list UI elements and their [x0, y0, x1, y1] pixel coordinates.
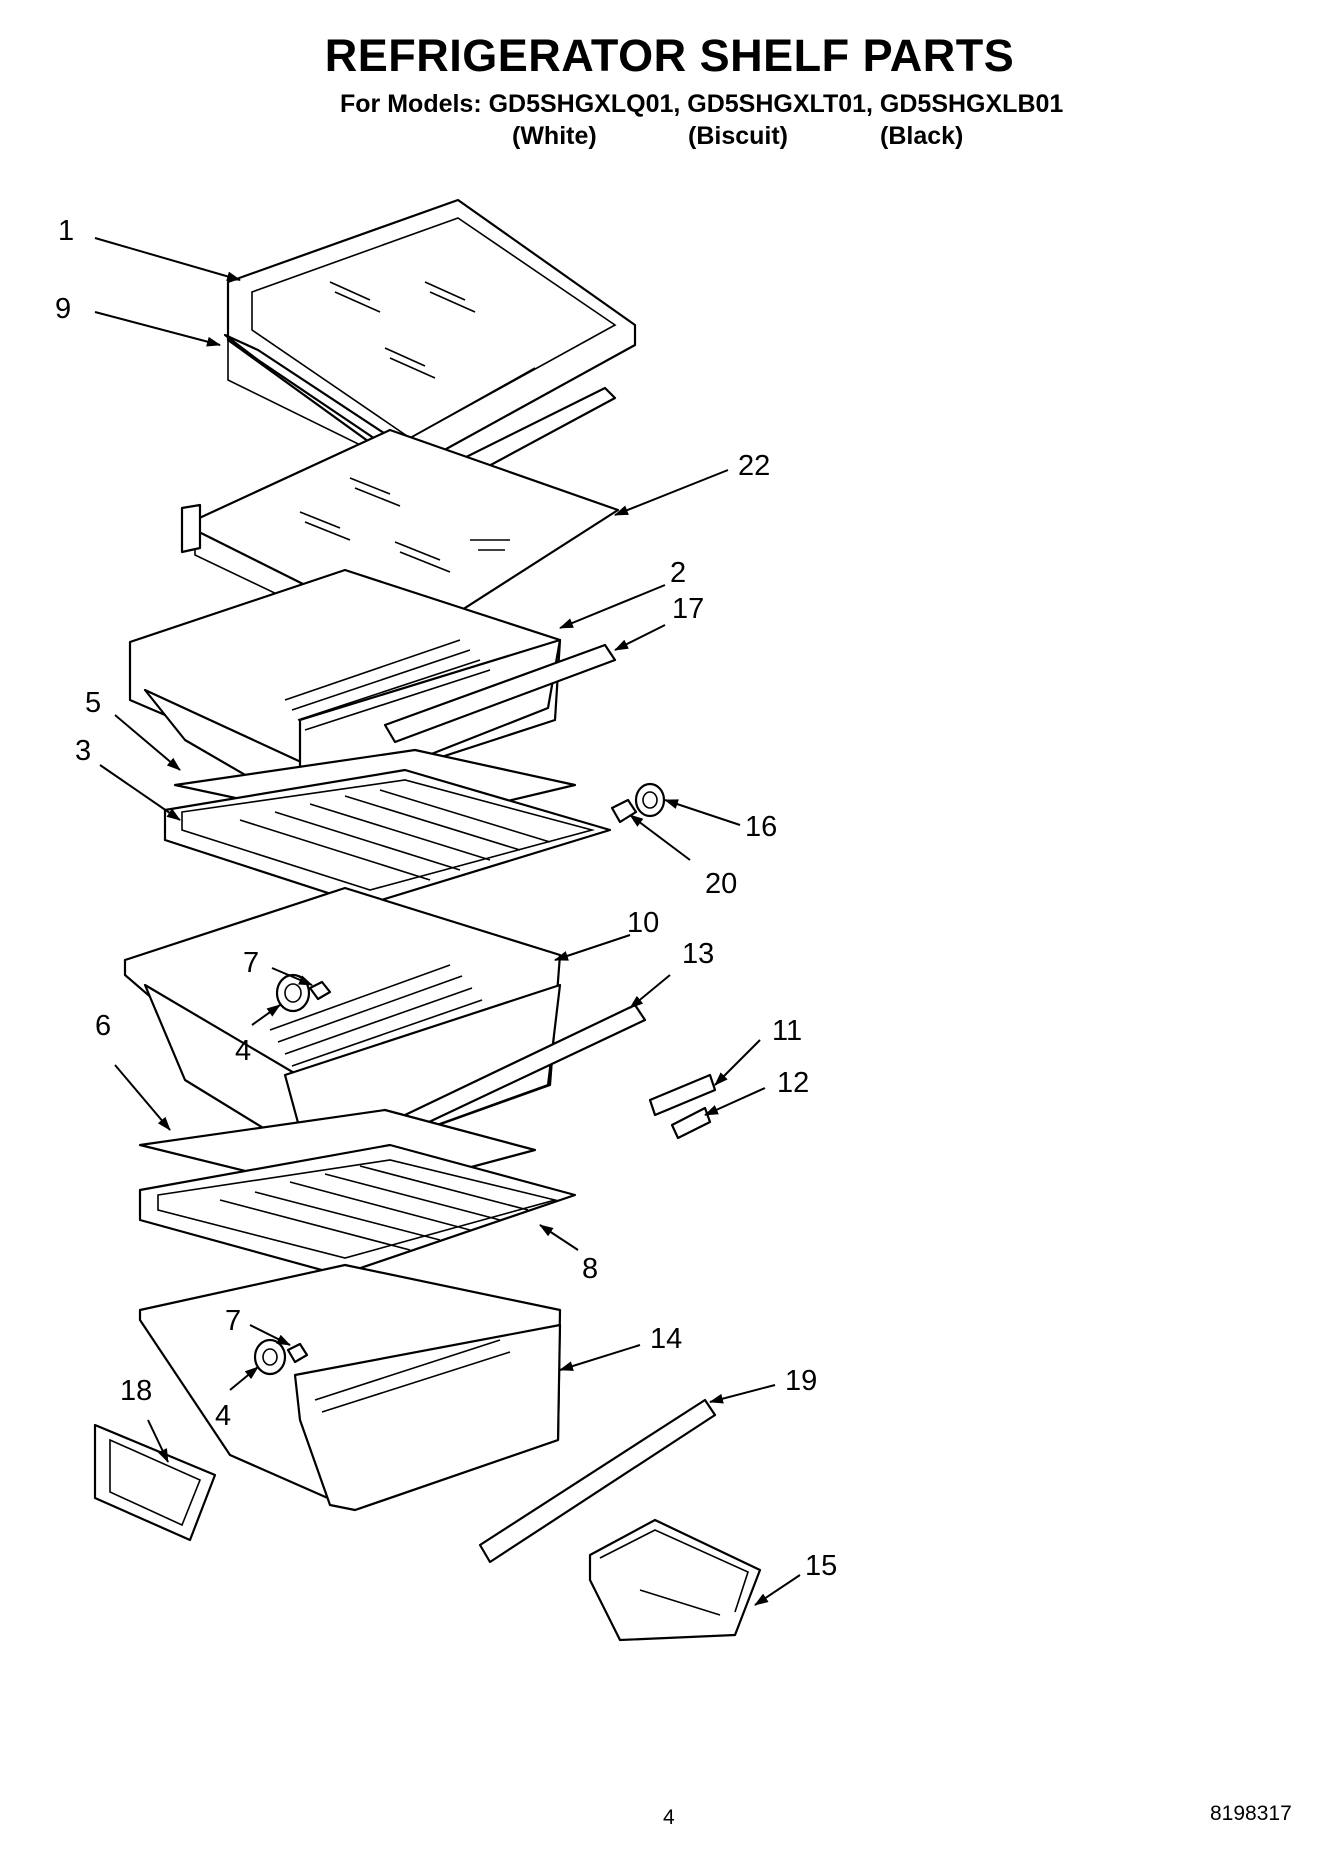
crisper-cover-frame-3 [163, 768, 612, 907]
callout-1: 1 [58, 215, 74, 247]
callout-22: 22 [738, 450, 770, 482]
label-holder-18 [93, 1423, 217, 1542]
callout-labels: 1 9 22 2 17 5 3 16 20 7 10 13 4 6 11 12 … [55, 215, 837, 1582]
drawer-trim-17 [383, 643, 617, 744]
page-title: REFRIGERATOR SHELF PARTS [324, 30, 1015, 81]
glass-shelf-1 [226, 198, 637, 472]
callout-16: 16 [745, 811, 777, 843]
page-number: 4 [663, 1806, 675, 1829]
bracket-11 [648, 1073, 717, 1117]
callout-2: 2 [670, 557, 686, 589]
callout-17: 17 [672, 593, 704, 625]
callout-7-upper: 7 [243, 947, 259, 979]
nut-7-upper [308, 980, 332, 1001]
callout-4-upper: 4 [235, 1035, 251, 1067]
callout-20: 20 [705, 868, 737, 900]
callout-4-lower: 4 [215, 1400, 231, 1432]
callout-9: 9 [55, 293, 71, 325]
knob-4-lower [253, 1338, 287, 1376]
knob-16 [634, 782, 666, 818]
nut-20 [610, 798, 638, 824]
callout-15: 15 [805, 1550, 837, 1582]
variant-white: (White) [512, 122, 597, 150]
callout-12: 12 [777, 1067, 809, 1099]
variant-biscuit: (Biscuit) [688, 122, 788, 150]
callout-3: 3 [75, 735, 91, 767]
leader-lines [94, 237, 801, 1606]
callout-7-lower: 7 [225, 1305, 241, 1337]
callout-18: 18 [120, 1375, 152, 1407]
storage-bin-15 [588, 1518, 762, 1642]
callout-19: 19 [785, 1365, 817, 1397]
callout-13: 13 [682, 938, 714, 970]
callout-5: 5 [85, 687, 101, 719]
callout-8: 8 [582, 1253, 598, 1285]
nut-7-lower [286, 1342, 309, 1364]
models-line: For Models: GD5SHGXLQ01, GD5SHGXLT01, GD… [340, 90, 1064, 118]
drawer-trim-19 [478, 1398, 717, 1564]
callout-6: 6 [95, 1010, 111, 1042]
crisper-cover-frame-8 [138, 1143, 577, 1277]
callout-10: 10 [627, 907, 659, 939]
variant-black: (Black) [880, 122, 964, 150]
bracket-12 [670, 1106, 712, 1140]
callout-11: 11 [772, 1015, 802, 1047]
document-number: 8198317 [1210, 1802, 1292, 1825]
knob-4-upper [275, 973, 311, 1013]
bottom-drawer-14 [138, 1263, 562, 1512]
callout-14: 14 [650, 1323, 682, 1355]
